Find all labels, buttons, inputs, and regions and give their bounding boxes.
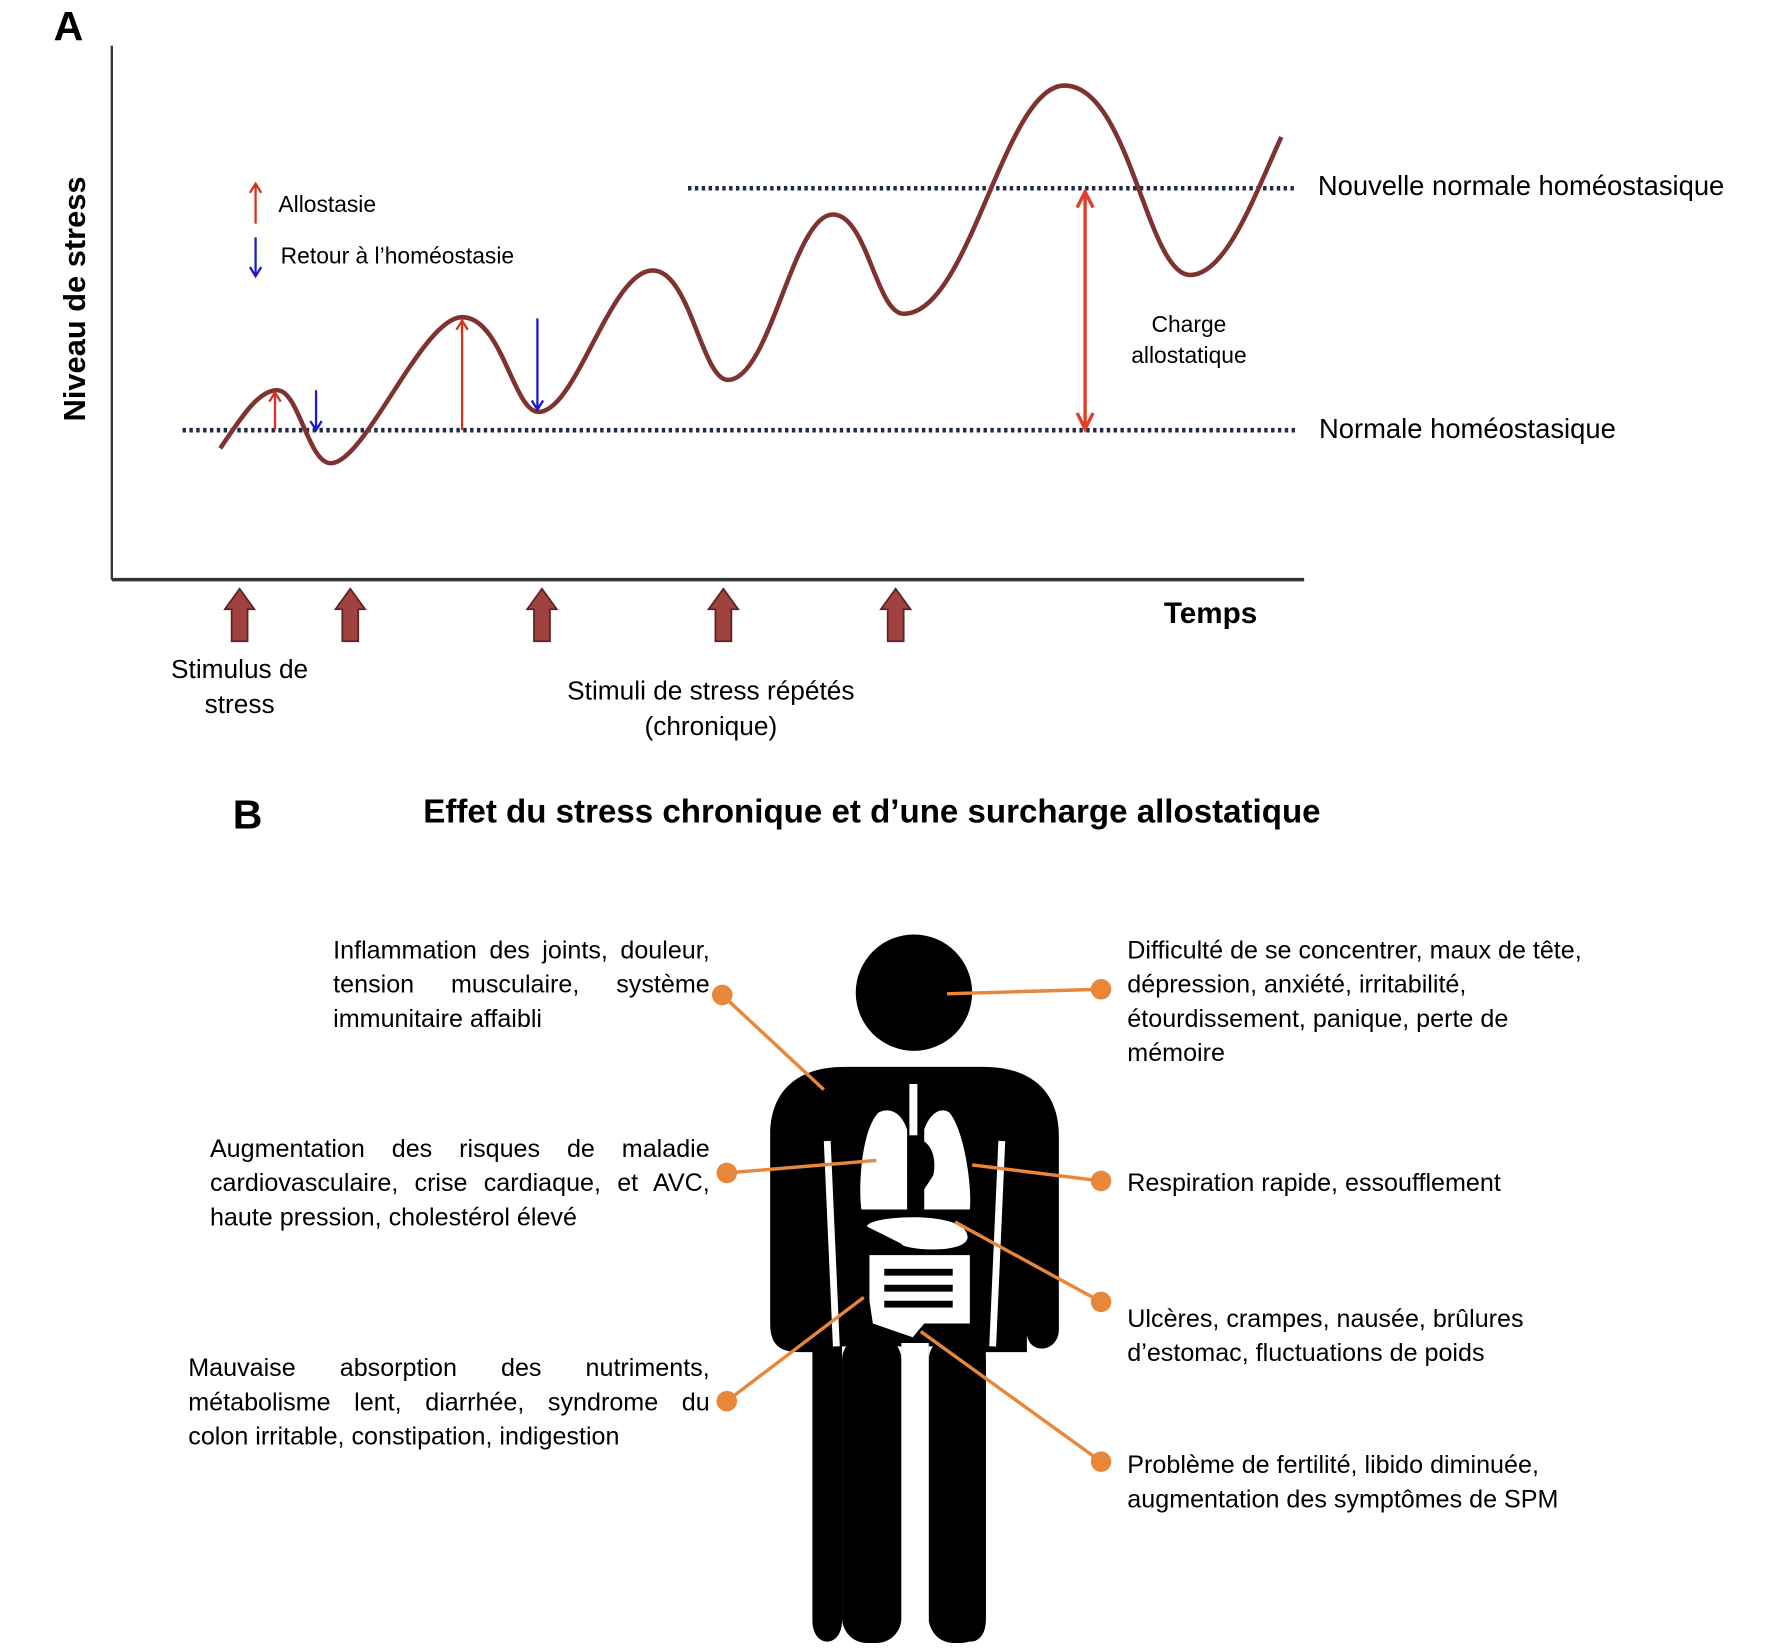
charge-line: Charge bbox=[1151, 312, 1227, 338]
connectors bbox=[721, 987, 1103, 1464]
stimulus-arrow bbox=[333, 587, 367, 643]
repeated-line: Stimuli de stress répétés bbox=[567, 675, 855, 706]
stimulus-line: stress bbox=[204, 689, 275, 719]
allostatic-load-label: Charge allostatique bbox=[1118, 310, 1259, 372]
return-homeostasis-arrow bbox=[248, 237, 545, 433]
panel-a-label: A bbox=[53, 2, 84, 50]
repeated-line: (chronique) bbox=[644, 710, 778, 741]
stimulus-arrow bbox=[879, 587, 913, 643]
normal-label: Normale homéostasique bbox=[1318, 414, 1616, 445]
callout-brain: Difficulté de se concentrer, maux de têt… bbox=[1127, 935, 1582, 1067]
legend-return: Retour à l’homéostasie bbox=[280, 244, 515, 270]
callout-dot bbox=[716, 1162, 738, 1184]
callout-dot bbox=[1090, 1451, 1112, 1472]
callout-cardio: Augmentation des risques de maladie card… bbox=[209, 1134, 710, 1232]
allostasis-arrow bbox=[248, 181, 469, 431]
callout-breathing: Respiration rapide, essoufflement bbox=[1127, 1168, 1501, 1197]
callout-dot bbox=[1090, 1291, 1112, 1313]
repeated-stimuli-label: Stimuli de stress répétés (chronique) bbox=[528, 673, 893, 744]
callout-dot bbox=[716, 1390, 738, 1412]
x-axis-label: Temps bbox=[1163, 595, 1258, 630]
stimulus-line: Stimulus de bbox=[171, 653, 309, 684]
callout-joints: Inflammation des joints, douleur, tensio… bbox=[333, 935, 710, 1033]
stimulus-arrow bbox=[223, 587, 257, 643]
callout-dot bbox=[1090, 1170, 1112, 1192]
callout-dot bbox=[711, 984, 733, 1006]
stimulus-label: Stimulus de stress bbox=[137, 652, 342, 723]
organ-details bbox=[884, 1139, 953, 1308]
callout-stomach: Ulcères, crampes, nausée, brûlures d’est… bbox=[1127, 1304, 1524, 1367]
legend-allostasis: Allostasie bbox=[278, 192, 377, 218]
callout-dot bbox=[1090, 978, 1112, 1000]
y-axis-label: Niveau de stress bbox=[57, 176, 92, 422]
allostatic-load-arrow bbox=[1075, 187, 1095, 433]
panel-b-title: Effet du stress chronique et d’une surch… bbox=[423, 794, 1321, 831]
charge-line: allostatique bbox=[1131, 343, 1247, 369]
stimulus-arrow bbox=[706, 587, 740, 643]
callout-digestion: Mauvaise absorption des nutriments, méta… bbox=[188, 1353, 710, 1451]
new-normal-label: Nouvelle normale homéostasique bbox=[1317, 171, 1725, 202]
stress-curve bbox=[218, 83, 1284, 466]
stimulus-arrow bbox=[525, 587, 559, 643]
callout-fertility: Problème de fertilité, libido diminuée, … bbox=[1127, 1450, 1559, 1513]
panel-b-label: B bbox=[232, 790, 263, 838]
